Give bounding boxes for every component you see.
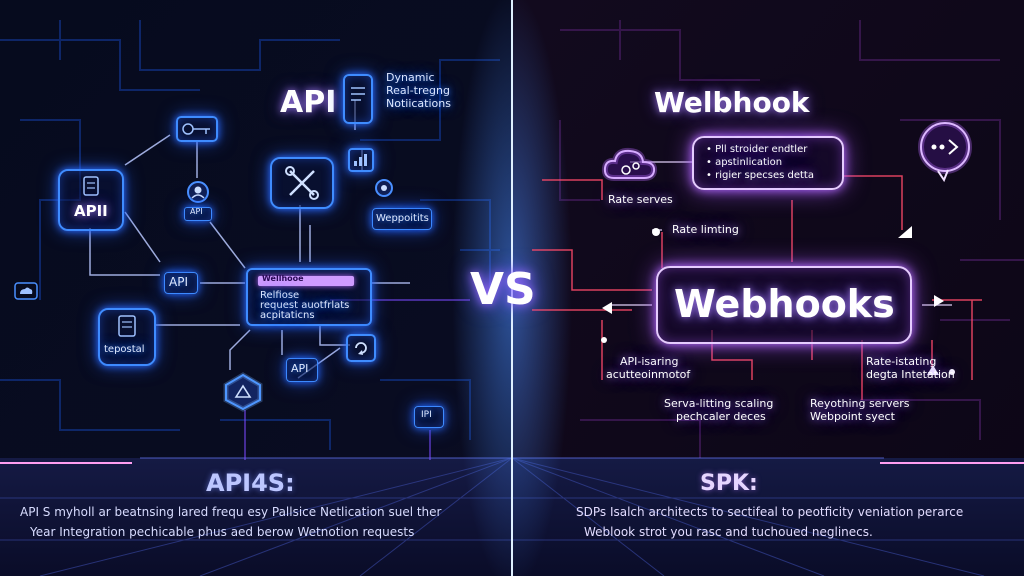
refresh-badge <box>346 334 376 362</box>
right-title: Welbhook <box>654 86 810 119</box>
refresh-icon <box>355 342 367 355</box>
avatar-chip-label: API <box>190 207 203 216</box>
key-box <box>176 116 218 142</box>
center-panel-line-3: acpitaticns <box>260 310 315 321</box>
rate-limiting-label: Rate limting <box>672 223 739 236</box>
api-box: APII <box>58 169 124 231</box>
bullet-2: • apstinlication <box>706 157 783 168</box>
notif-line-1: Dynamic <box>386 71 435 84</box>
cloud-icon <box>14 282 38 300</box>
center-panel: Wellhooe Relfiose request auotfrlats acp… <box>246 268 372 326</box>
cloud-icon <box>601 147 658 181</box>
vs-label: VS <box>470 264 536 315</box>
left-title: API <box>280 85 337 120</box>
gear-badge <box>374 178 394 198</box>
tapostal-box: tepostal <box>98 308 156 366</box>
avatar-badge: API <box>182 180 214 221</box>
notif-line-2: Real-tregng <box>386 84 450 97</box>
rate-list-line-1: Rate-istating <box>866 355 937 368</box>
chart-mini-box <box>348 148 374 172</box>
bullet-box: • Pll stroider endtler • apstinlication … <box>692 136 844 190</box>
right-footer-title: SPK: <box>700 471 758 496</box>
serva-line-2: pechcaler deces <box>676 410 766 423</box>
api-small-label: API <box>291 362 309 375</box>
tools-box <box>270 157 334 209</box>
reyothing-line-1: Reyothing servers <box>810 397 910 410</box>
rate-servers-label: Rate serves <box>608 193 673 206</box>
left-connectors <box>89 100 470 460</box>
tapostal-label: tepostal <box>104 344 145 355</box>
ipi-chip: IPI <box>414 406 444 428</box>
avatar-chip: API <box>184 207 212 221</box>
document-stack-icon <box>118 315 136 337</box>
api-sar-line-1: API-isaring <box>620 355 679 368</box>
cloud-mini-badge <box>14 282 38 300</box>
hexagon-badge <box>222 372 264 412</box>
api-box-label: APII <box>74 202 108 220</box>
network-icon <box>223 372 263 412</box>
left-footer-line-1: API S myholl ar beatnsing lared frequ es… <box>20 505 442 519</box>
document-icon <box>83 176 99 196</box>
weppoints-chip: Weppoitits <box>372 208 432 230</box>
phone-icon <box>351 87 365 101</box>
left-footer-line-2: Year Integration pechicable phus aed ber… <box>30 525 415 539</box>
rate-list-line-2: degta Intetation <box>866 368 955 381</box>
phone-card <box>343 74 373 124</box>
api-chip: API <box>164 272 198 294</box>
right-connectors <box>532 161 982 400</box>
user-icon <box>187 181 209 203</box>
right-footer-line-1: SDPs Isalch architects to sectifeal to p… <box>576 505 964 519</box>
bullet-3: • rigier specses detta <box>706 170 814 181</box>
chart-icon <box>354 154 367 166</box>
chat-bubble-badge <box>914 118 976 188</box>
right-footer-line-2: Weblook strot you rasc and tuchoued negl… <box>584 525 873 539</box>
api-sar-line-2: acutteoinmotof <box>606 368 691 381</box>
api-small-chip: API <box>286 358 318 382</box>
cloud-badge <box>600 140 660 188</box>
gear-icon <box>375 179 393 197</box>
tools-icon <box>285 166 319 200</box>
notif-line-3: Notiications <box>386 97 451 110</box>
center-panel-line-1: Relfiose <box>260 290 300 301</box>
key-icon <box>182 123 210 135</box>
api-chip-label: API <box>169 275 188 289</box>
bullet-1: • Pll stroider endtler <box>706 144 808 155</box>
weppoints-label: Weppoitits <box>376 213 429 224</box>
webhooks-box-label: Webhooks <box>674 282 895 326</box>
reyothing-line-2: Webpoint syect <box>810 410 895 423</box>
center-panel-line-2: request auotfrlats <box>260 300 350 311</box>
center-panel-header-text: Wellhooe <box>262 274 304 283</box>
center-panel-header: Wellhooe <box>258 274 354 286</box>
ipi-label: IPI <box>421 410 432 420</box>
webhooks-box: Webhooks <box>656 266 912 344</box>
serva-line-1: Serva-litting scaling <box>664 397 774 410</box>
left-footer-title: API4S: <box>206 469 295 497</box>
chat-bubble-icon <box>918 120 972 183</box>
